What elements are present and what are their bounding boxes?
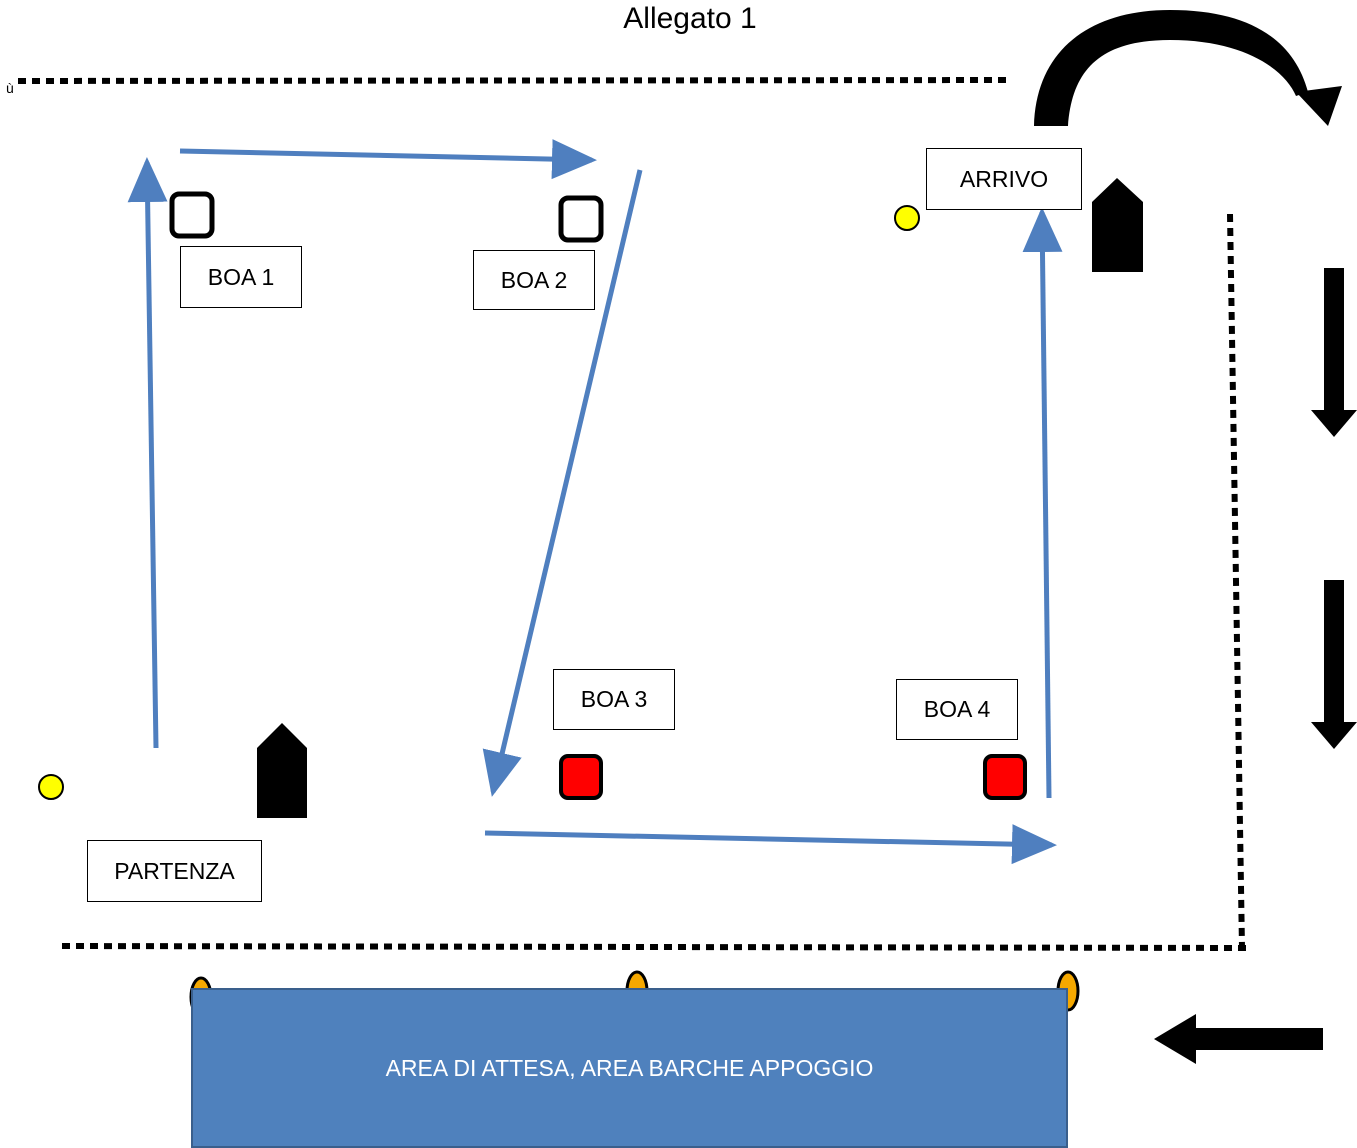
curved-flow-arrow <box>1034 10 1308 126</box>
stray-mark: ù <box>6 80 14 96</box>
down-arrow-2 <box>1311 580 1357 749</box>
left-arrow <box>1154 1014 1323 1064</box>
finish-committee-boat <box>1092 178 1143 272</box>
down-arrow-1 <box>1311 268 1357 437</box>
boa2-buoy <box>558 195 604 243</box>
curved-arrow-head <box>1296 86 1342 126</box>
boa4-label: BOA 4 <box>896 679 1018 740</box>
start-label: PARTENZA <box>87 840 262 902</box>
diagram-title: Allegato 1 <box>623 2 757 35</box>
start-committee-boat <box>257 723 307 818</box>
route-leg-bottom <box>484 824 1057 865</box>
finish-label: ARRIVO <box>926 148 1082 210</box>
route-leg-start-up <box>127 157 168 749</box>
finish-yellow-marker <box>894 205 920 231</box>
route-leg-diagonal <box>482 169 643 797</box>
right-boundary-line <box>1227 213 1245 949</box>
boa3-label: BOA 3 <box>553 669 675 730</box>
bottom-boundary-line <box>61 943 1247 951</box>
waiting-area: AREA DI ATTESA, AREA BARCHE APPOGGIO <box>191 988 1068 1148</box>
boa3-buoy <box>559 754 603 800</box>
boa1-label: BOA 1 <box>180 246 302 308</box>
route-leg-finish-up <box>1022 207 1063 799</box>
route-leg-top <box>179 139 597 180</box>
boa2-label: BOA 2 <box>473 250 595 310</box>
boa4-buoy <box>983 754 1027 800</box>
course-route <box>127 139 1063 865</box>
start-yellow-marker <box>38 774 64 800</box>
top-boundary-line <box>17 77 1013 84</box>
boa1-buoy <box>169 191 215 239</box>
